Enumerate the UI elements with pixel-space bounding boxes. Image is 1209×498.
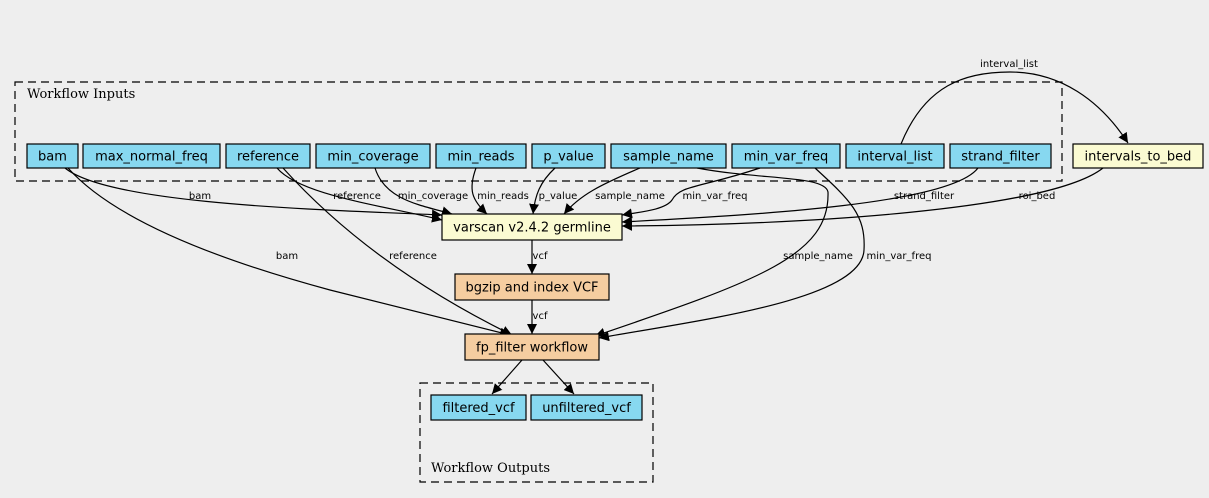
node-sample-name-label: sample_name: [623, 150, 714, 165]
edge-p-value-to-varscan: [529, 167, 556, 215]
node-strand-filter-label: strand_filter: [961, 150, 1040, 165]
edge-min-var-freq-to-fp: [598, 167, 865, 342]
edge-fp-to-filtered: [491, 359, 523, 395]
node-bgzip[interactable]: bgzip and index VCF: [454, 273, 610, 301]
edge-min-var-freq-to-varscan: [621, 167, 761, 219]
edge-label-reference-varscan: reference: [333, 191, 381, 202]
edge-bam-to-fp: [67, 167, 511, 338]
node-interval-list[interactable]: interval_list: [845, 143, 945, 169]
node-bam[interactable]: bam: [26, 143, 79, 169]
node-strand-filter[interactable]: strand_filter: [949, 143, 1052, 169]
node-filtered-vcf[interactable]: filtered_vcf: [430, 394, 527, 421]
edge-interval-list-to-bed: [900, 71, 1129, 145]
edge-label-interval-list: interval_list: [980, 59, 1038, 70]
node-varscan-label: varscan v2.4.2 germline: [453, 221, 611, 236]
node-min-reads-label: min_reads: [447, 150, 514, 165]
edge-bam-to-varscan: [64, 167, 443, 220]
node-filtered-vcf-label: filtered_vcf: [442, 401, 515, 416]
node-intervals-to-bed[interactable]: intervals_to_bed: [1072, 143, 1204, 169]
edge-label-min-var-freq-fp: min_var_freq: [867, 251, 932, 262]
edge-label-strand-filter-varscan: strand_filter: [894, 191, 955, 202]
workflow-inputs-cluster: Workflow Inputs: [14, 81, 1063, 182]
edge-label-p-value-varscan: p_value: [539, 191, 578, 202]
output-nodes: filtered_vcf unfiltered_vcf: [430, 394, 643, 421]
node-varscan[interactable]: varscan v2.4.2 germline: [441, 213, 623, 241]
edge-sample-name-to-varscan: [563, 167, 641, 215]
node-min-reads[interactable]: min_reads: [435, 143, 527, 169]
workflow-outputs-cluster: Workflow Outputs: [419, 382, 654, 483]
edge-label-varscan-bgzip: vcf: [533, 251, 548, 262]
edge-reference-to-varscan: [276, 167, 443, 223]
edge-fp-to-unfiltered: [542, 359, 575, 395]
edge-label-min-coverage-varscan: min_coverage: [398, 191, 468, 202]
node-unfiltered-vcf-label: unfiltered_vcf: [542, 401, 631, 416]
edge-label-min-reads-varscan: min_reads: [477, 191, 529, 202]
workflow-inputs-title: Workflow Inputs: [27, 87, 135, 102]
node-fp-filter[interactable]: fp_filter workflow: [464, 333, 600, 361]
edge-label-min-var-freq-varscan: min_var_freq: [683, 191, 748, 202]
node-min-var-freq[interactable]: min_var_freq: [731, 143, 841, 169]
node-intervals-to-bed-label: intervals_to_bed: [1085, 150, 1192, 165]
node-p-value-label: p_value: [543, 150, 593, 165]
node-reference-label: reference: [237, 150, 299, 165]
edge-label-bam-varscan: bam: [189, 191, 211, 202]
node-reference[interactable]: reference: [225, 143, 311, 169]
node-interval-list-label: interval_list: [857, 150, 932, 165]
node-p-value[interactable]: p_value: [531, 143, 606, 169]
node-min-coverage[interactable]: min_coverage: [315, 143, 431, 169]
edge-label-bgzip-fp: vcf: [533, 311, 548, 322]
node-sample-name[interactable]: sample_name: [610, 143, 727, 169]
node-bgzip-label: bgzip and index VCF: [465, 281, 598, 296]
node-fp-filter-label: fp_filter workflow: [476, 341, 588, 356]
node-min-var-freq-label: min_var_freq: [744, 150, 828, 165]
edge-label-roi-bed-varscan: roi_bed: [1019, 191, 1056, 202]
edge-sample-name-to-fp: [594, 167, 829, 338]
edge-label-reference-fp: reference: [389, 251, 437, 262]
node-min-coverage-label: min_coverage: [327, 150, 418, 165]
node-bam-label: bam: [38, 150, 67, 165]
edge-strand-filter-to-varscan: [621, 167, 979, 227]
workflow-outputs-title: Workflow Outputs: [431, 461, 550, 476]
edge-min-coverage-to-varscan: [374, 167, 453, 217]
edge-label-bam-fp: bam: [276, 251, 298, 262]
edge-min-reads-to-varscan: [471, 167, 488, 215]
edge-reference-to-fp: [282, 167, 513, 336]
node-max-normal-freq[interactable]: max_normal_freq: [82, 143, 221, 169]
edge-roi-bed-to-varscan: [621, 167, 1104, 231]
node-unfiltered-vcf[interactable]: unfiltered_vcf: [530, 394, 643, 421]
edge-label-sample-name-fp: sample_name: [783, 251, 853, 262]
edges: interval_list bam reference min_coverage…: [64, 59, 1129, 395]
node-max-normal-freq-label: max_normal_freq: [95, 150, 208, 165]
input-nodes: bam max_normal_freq reference min_covera…: [26, 143, 1052, 169]
edge-label-sample-name-varscan: sample_name: [595, 191, 665, 202]
